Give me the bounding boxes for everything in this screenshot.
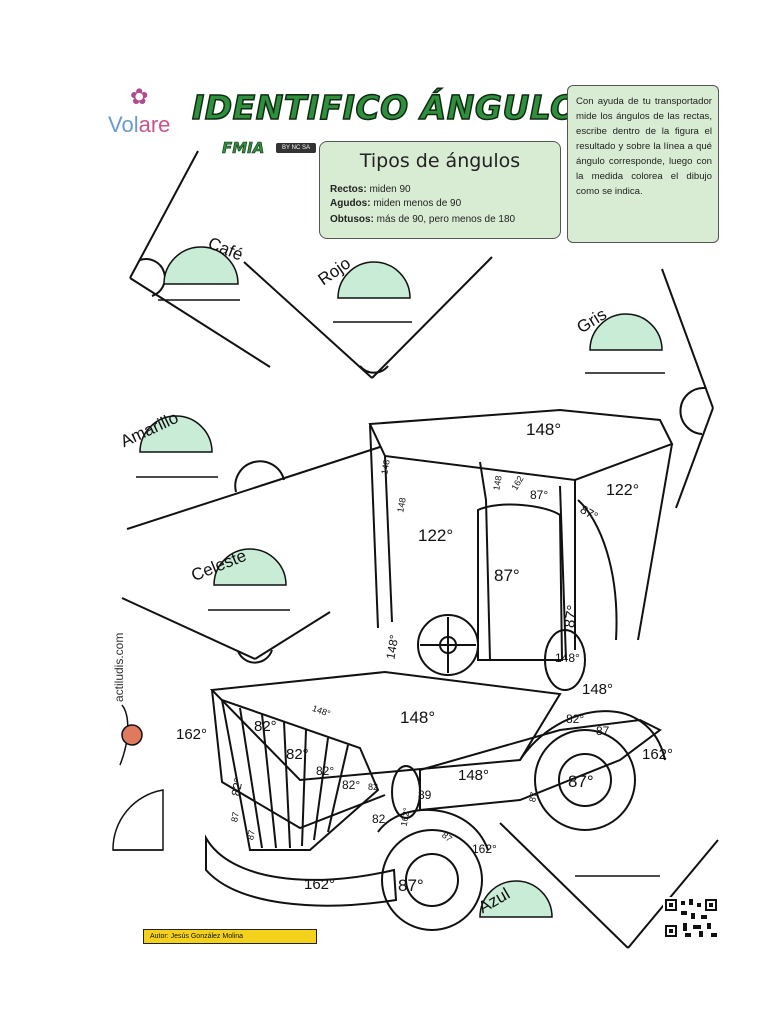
angle-window-c: 87° [530, 488, 549, 502]
car-drawing [205, 408, 674, 931]
angle-side-window: 122° [418, 526, 454, 545]
angle-front-wheel-top: 162° [472, 842, 497, 856]
logo-mascot-icon: ✿ [130, 84, 149, 109]
protractor-celeste [213, 548, 287, 586]
angle-rear-wheel-center: 87° [568, 772, 594, 791]
type-row-rectos: Rectos: miden 90 [330, 184, 411, 195]
angle-grille-9: 82 [372, 812, 386, 826]
protractor-shapes [139, 246, 663, 918]
margin-decorations [112, 704, 164, 851]
type-row-agudos: Agudos: miden menos de 90 [330, 198, 462, 209]
angle-types-panel: Tipos de ángulos Rectos: miden 90 Agudos… [319, 141, 561, 239]
angle-grille-7: 87 [229, 811, 241, 823]
type-row-obtusos: Obtusos: más de 90, pero menos de 180 [330, 214, 516, 225]
angle-lines [121, 150, 719, 949]
angle-side: 148° [458, 767, 490, 784]
website-label: actiludis.com [112, 632, 126, 702]
instructions-text: Con ayuda de tu transportador mide los á… [576, 96, 712, 197]
angle-rear-wheel-right: 162° [642, 746, 674, 763]
angle-roof: 148° [526, 420, 562, 439]
angle-rear-step: 87 [527, 791, 539, 803]
angle-roof-right: 122° [606, 482, 640, 499]
angle-seat: 87° [494, 566, 520, 585]
qr-code-icon [663, 897, 719, 939]
angle-grille-3: 82° [316, 764, 335, 778]
angle-grille-1: 82° [254, 718, 277, 735]
angle-rear-wheel-top: 87 [596, 724, 610, 738]
angle-front-wheel-center: 87° [398, 876, 424, 895]
protractor-rojo [337, 261, 411, 299]
answer-lines [136, 299, 665, 877]
angle-grille-2: 82° [286, 746, 309, 763]
angle-grille-5: 82 [368, 782, 379, 792]
angle-headlight-side: 89 [418, 788, 432, 802]
brand-logo: FMIA [222, 139, 265, 158]
author-footer: Autor: Jesús González Molina [143, 929, 317, 944]
angle-bumper: 162° [304, 876, 336, 893]
angle-grille-8: 87 [245, 829, 257, 841]
instructions-panel: Con ayuda de tu transportador mide los á… [567, 85, 719, 243]
protractor-gris [589, 313, 663, 351]
protractor-cafe [163, 246, 239, 285]
angle-fender-right: 148° [582, 681, 614, 698]
volare-logo: Volare [108, 112, 171, 137]
angle-fender-small: 82° [566, 712, 585, 726]
angle-grille-4: 82° [342, 778, 361, 792]
protractor-azul [479, 880, 553, 918]
angle-spare-tire: 148° [555, 651, 580, 665]
license-badge: BY NC SA [276, 143, 316, 153]
angle-front-left: 162° [176, 726, 208, 743]
angle-hood: 148° [400, 708, 436, 727]
protractor-amarillo [139, 415, 213, 453]
angle-types-title: Tipos de ángulos [359, 150, 521, 172]
